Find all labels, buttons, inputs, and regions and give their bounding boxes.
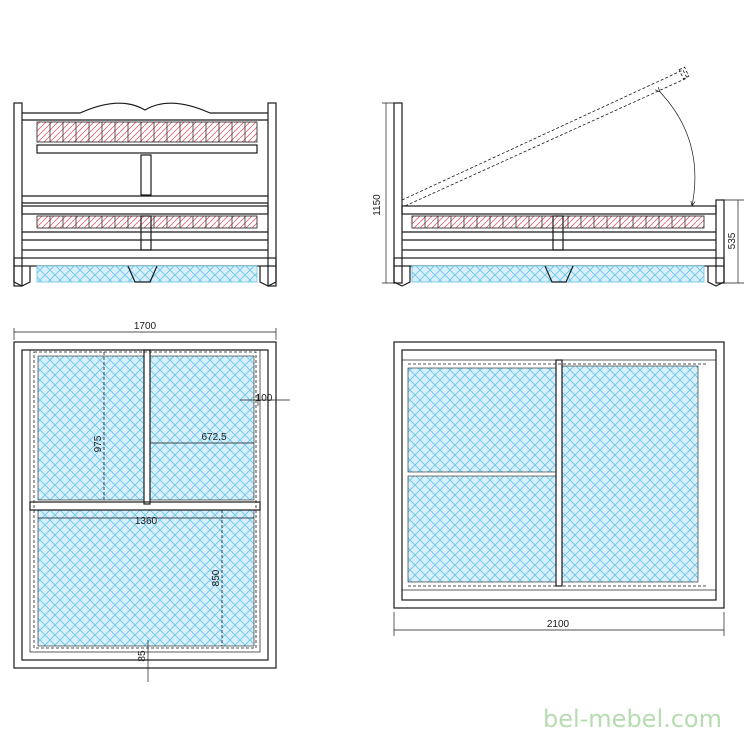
dim-inner-width: 1360 — [135, 516, 158, 527]
front-view — [13, 102, 277, 287]
dim-total-width: 1700 — [134, 321, 157, 332]
watermark: bel-mebel.com — [543, 705, 722, 733]
dim-inner-length: 850 — [211, 569, 222, 586]
dim-end-gap: 85 — [137, 650, 148, 662]
dim-total-length: 2100 — [547, 619, 570, 630]
plan-view-width — [13, 328, 290, 682]
dim-rail: 100 — [256, 393, 273, 404]
dim-panel-height: 975 — [93, 435, 104, 452]
dim-panel-width: 672.5 — [201, 432, 226, 443]
side-view — [382, 66, 744, 287]
plan-view-length — [393, 341, 725, 636]
dim-total-height: 1150 — [372, 194, 383, 216]
dim-frame-height: 535 — [727, 232, 738, 249]
